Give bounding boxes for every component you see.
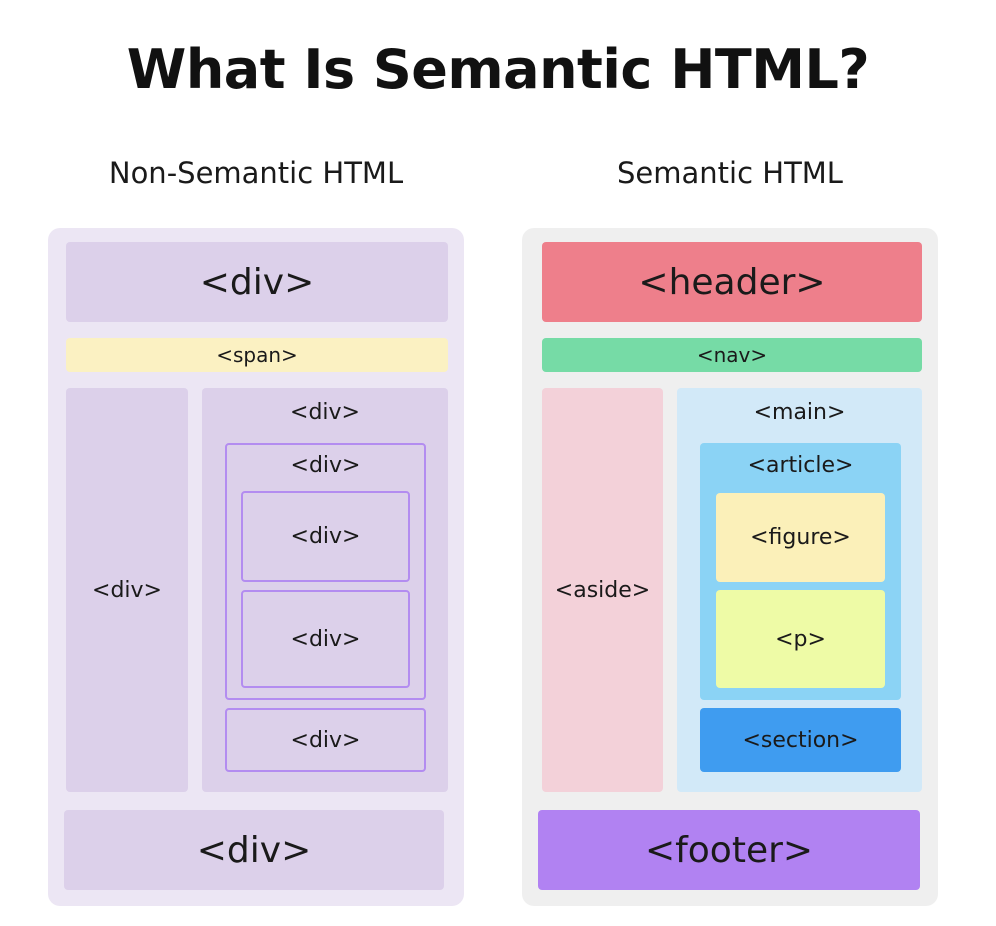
non-semantic-heading: Non-Semantic HTML [108, 156, 404, 190]
non-semantic-inner-div-a: <div> [241, 491, 410, 582]
semantic-footer: <footer> [538, 810, 920, 890]
non-semantic-bottom-inner-div: <div> [225, 708, 426, 772]
semantic-aside: <aside> [542, 388, 663, 792]
semantic-figure: <figure> [716, 493, 885, 582]
semantic-header: <header> [542, 242, 922, 322]
non-semantic-footer-div: <div> [64, 810, 444, 890]
semantic-heading: Semantic HTML [617, 156, 843, 190]
non-semantic-side-div: <div> [66, 388, 188, 792]
semantic-section: <section> [700, 708, 901, 772]
non-semantic-span: <span> [66, 338, 448, 372]
semantic-nav: <nav> [542, 338, 922, 372]
semantic-p: <p> [716, 590, 885, 688]
non-semantic-inner-div-b: <div> [241, 590, 410, 688]
page-title: What Is Semantic HTML? [126, 38, 870, 101]
non-semantic-inner-div: <div> [225, 443, 426, 700]
non-semantic-top-div: <div> [66, 242, 448, 322]
